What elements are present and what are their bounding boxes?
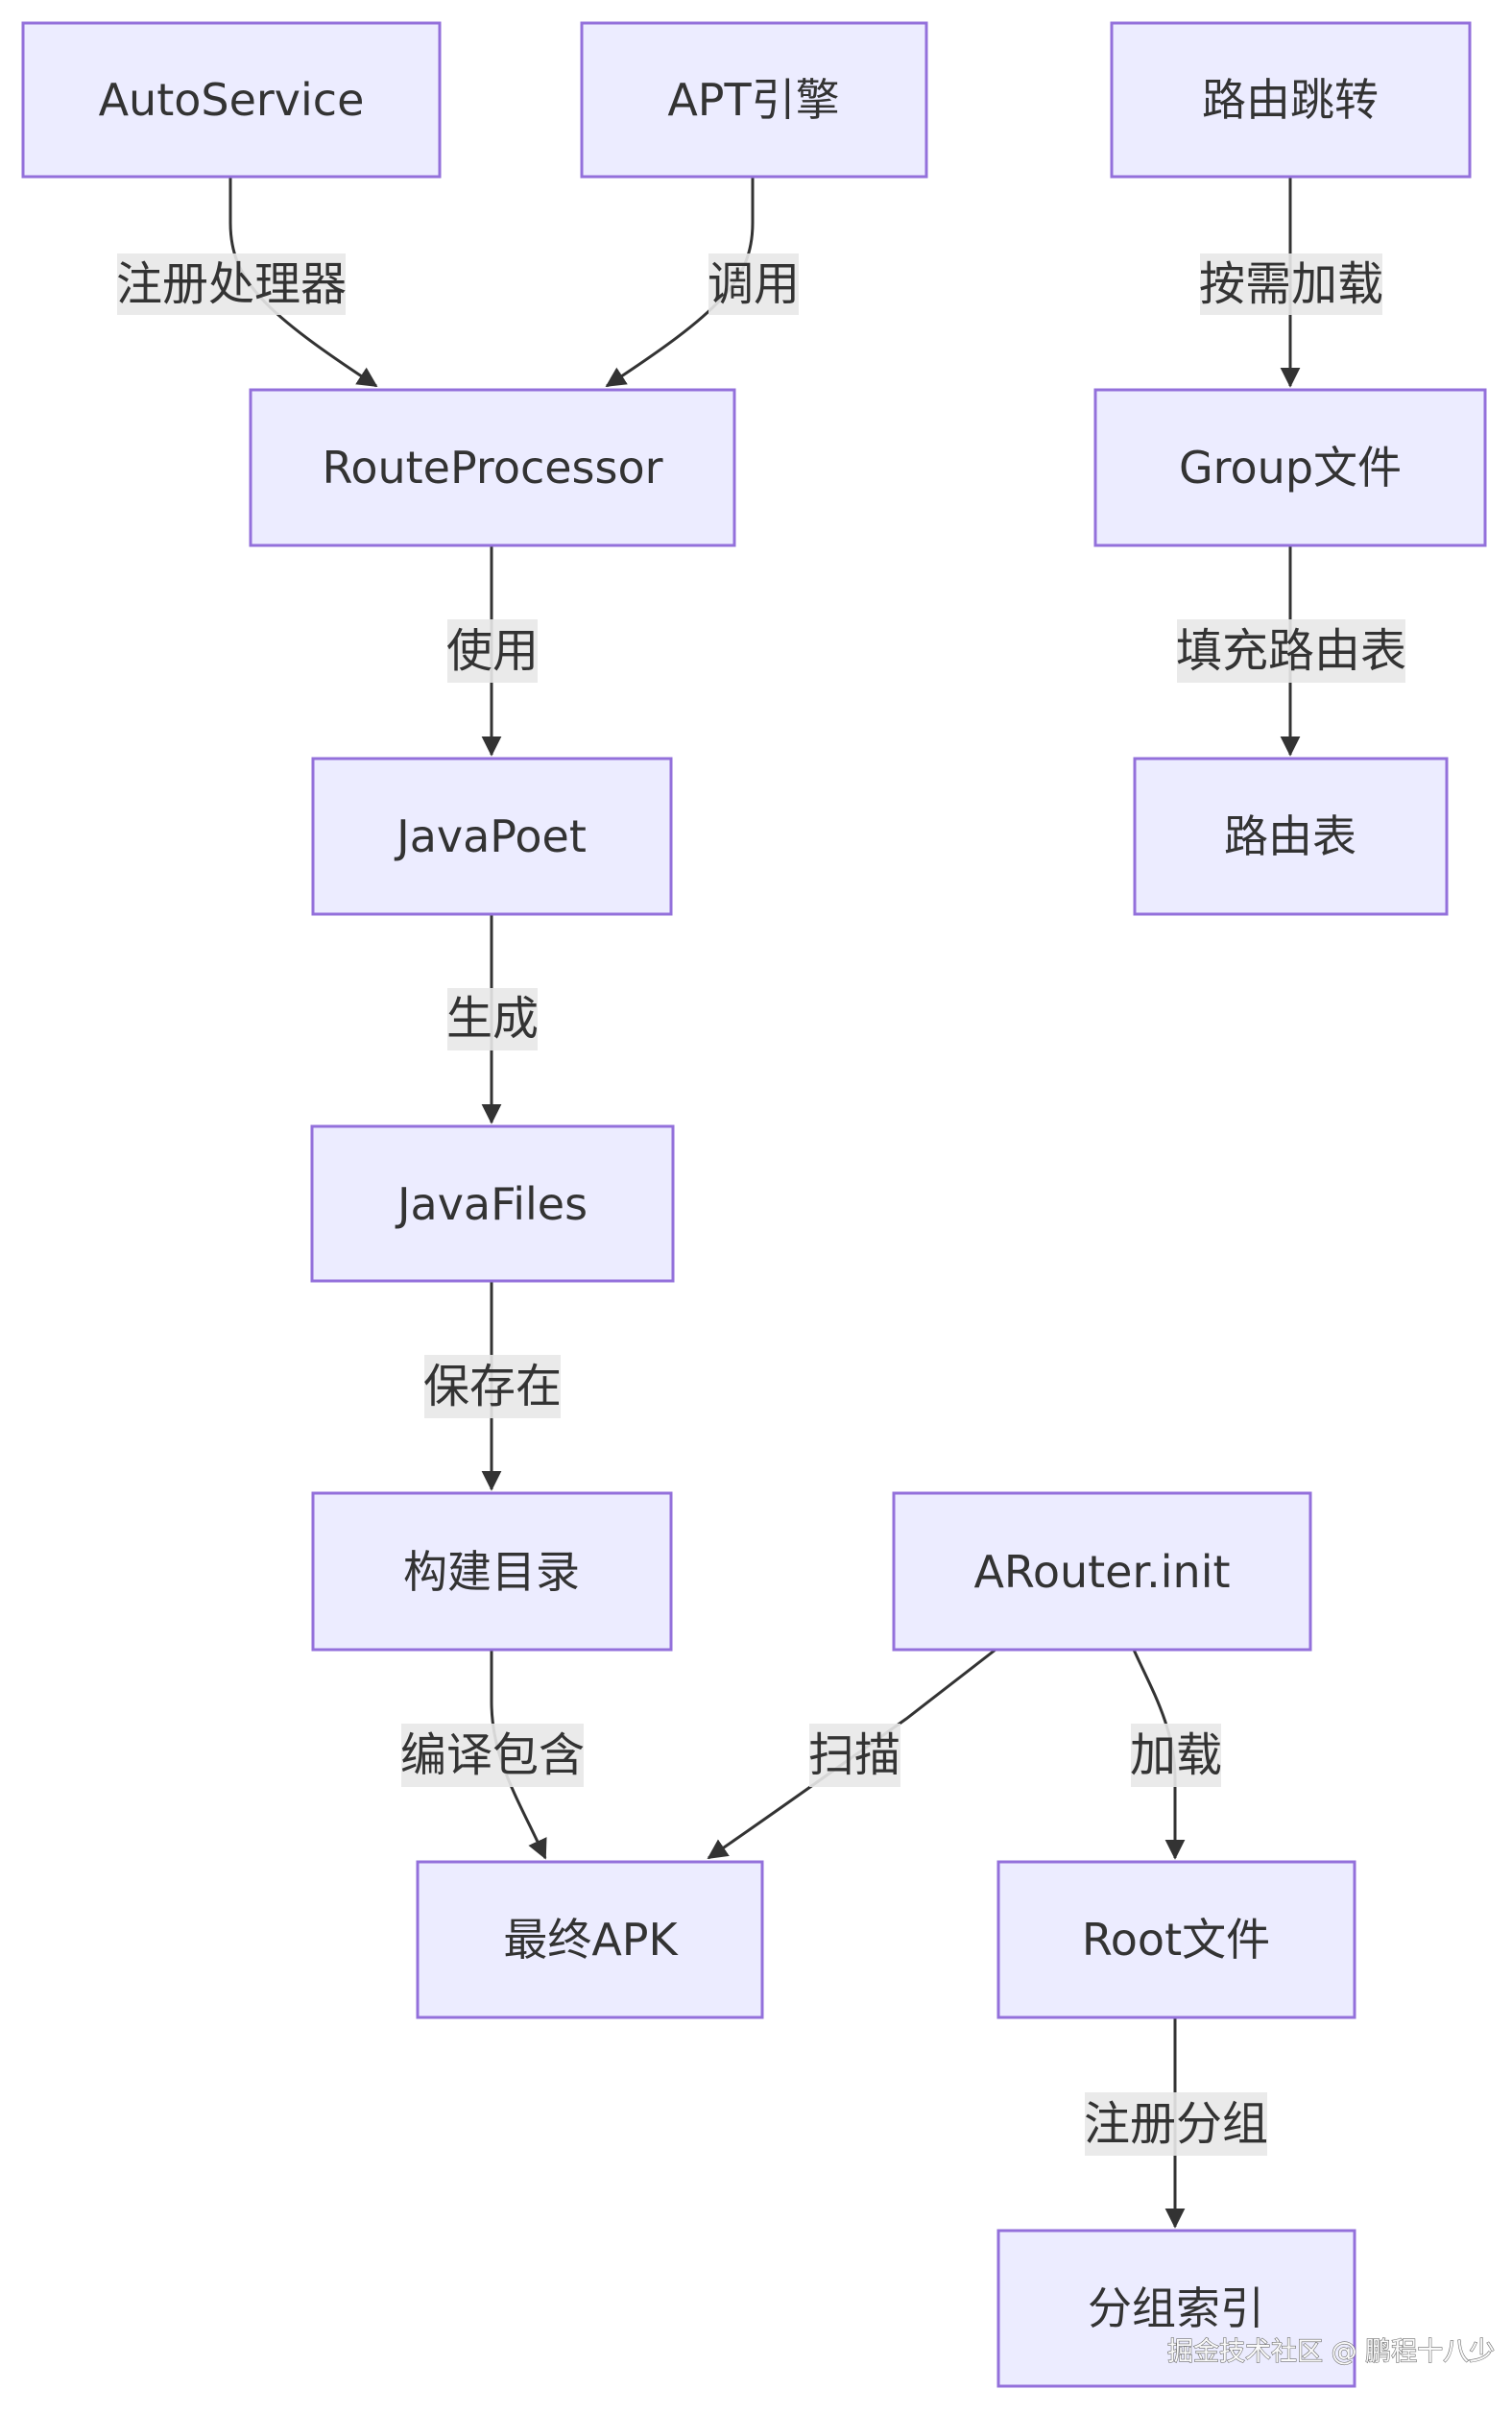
edge-label-invoke: 调用 [708, 253, 800, 315]
node-label: 最终APK [503, 1914, 679, 1966]
edge-label-text: 注册处理器 [116, 257, 347, 311]
edge-label-text: 生成 [446, 992, 539, 1046]
edge-label-text: 加载 [1130, 1728, 1222, 1782]
edge-label-register-group: 注册分组 [1084, 2092, 1268, 2156]
edge-label-text: 扫描 [808, 1728, 900, 1782]
edge-label-text: 调用 [708, 257, 800, 311]
node-label: Root文件 [1082, 1914, 1270, 1966]
node-javapoet: JavaPoet [311, 757, 673, 916]
edge-label-text: 填充路由表 [1176, 624, 1406, 678]
edge-label-register-processor: 注册处理器 [116, 253, 347, 315]
node-label: 路由跳转 [1202, 74, 1379, 126]
node-apt-engine: APT引擎 [580, 21, 928, 179]
edge-label-text: 注册分组 [1084, 2097, 1268, 2151]
node-final-apk: 最终APK [416, 1860, 764, 2019]
node-autoservice: AutoService [21, 21, 442, 179]
node-group-file: Group文件 [1093, 388, 1487, 547]
node-route-processor: RouteProcessor [249, 388, 736, 547]
edge-label-scan: 扫描 [808, 1724, 900, 1787]
node-label: JavaPoet [394, 810, 587, 862]
edge-label-text: 按需加载 [1199, 257, 1383, 311]
node-arouter-init: ARouter.init [892, 1491, 1312, 1652]
node-javafiles: JavaFiles [310, 1124, 675, 1283]
node-build-directory: 构建目录 [311, 1491, 673, 1652]
node-label: ARouter.init [973, 1546, 1230, 1598]
edge-label-load-on-demand: 按需加载 [1199, 253, 1383, 315]
edge-label-text: 编译包含 [400, 1728, 585, 1782]
watermark: 掘金技术社区 @ 鹏程十八少 [1167, 2337, 1495, 2367]
node-label: RouteProcessor [322, 442, 662, 494]
node-root-file: Root文件 [996, 1860, 1356, 2019]
node-label: JavaFiles [395, 1178, 588, 1230]
edge-label-text: 保存在 [423, 1360, 562, 1413]
edge-label-save-in: 保存在 [423, 1355, 562, 1418]
node-route-table: 路由表 [1133, 757, 1449, 916]
node-label: Group文件 [1179, 442, 1402, 494]
node-label: 路由表 [1224, 810, 1356, 862]
node-label: AutoService [99, 74, 365, 126]
edge-label-load: 加载 [1130, 1724, 1222, 1787]
edge-label-text: 使用 [446, 624, 539, 678]
node-group-index: 分组索引 [996, 2229, 1356, 2388]
edge-label-use: 使用 [446, 619, 539, 683]
node-route-jump: 路由跳转 [1110, 21, 1472, 179]
edge-label-compile-include: 编译包含 [400, 1724, 585, 1787]
node-label: APT引擎 [667, 74, 839, 126]
edge-label-fill-route-table: 填充路由表 [1176, 619, 1406, 683]
node-label: 分组索引 [1088, 2282, 1264, 2334]
edge-labels: 注册处理器 调用 按需加载 使用 填充路由表 生成 保存在 编译包含 [116, 253, 1406, 2156]
nodes: AutoService APT引擎 路由跳转 RouteProcessor Gr… [21, 21, 1487, 2388]
node-label: 构建目录 [403, 1546, 580, 1598]
edge-label-generate: 生成 [446, 988, 539, 1050]
